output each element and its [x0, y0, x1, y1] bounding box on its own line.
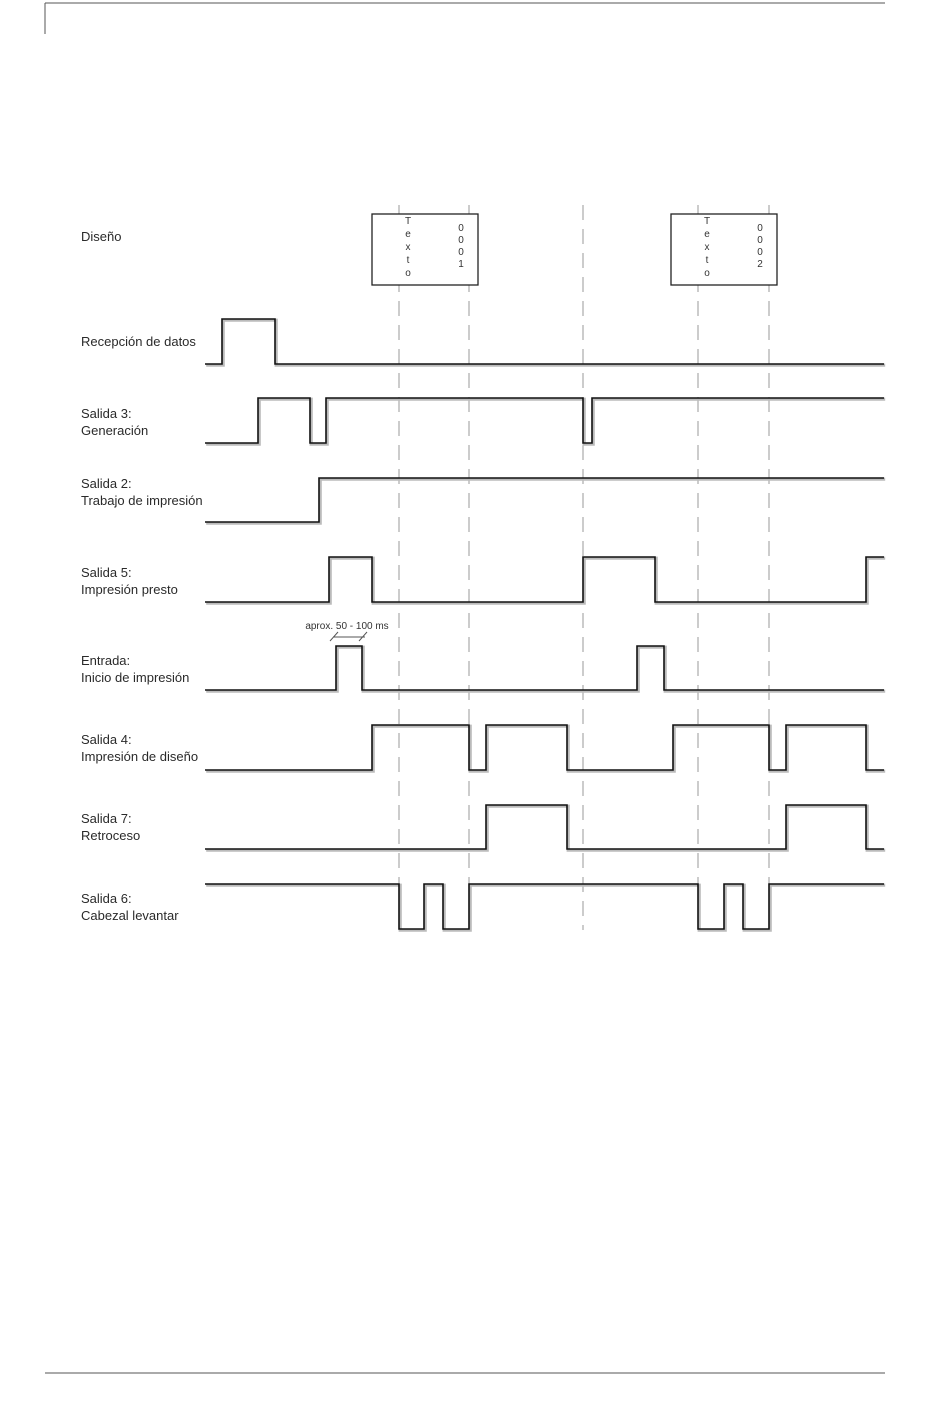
label-salida5: Salida 5: Impresión presto: [81, 564, 178, 598]
design-box-text-char: T: [405, 216, 411, 227]
label-line: Diseño: [81, 228, 121, 245]
design-box-number-char: 0: [757, 235, 763, 246]
label-line: Inicio de impresión: [81, 669, 189, 686]
waveform-salida3-shadow: [206, 399, 885, 444]
label-line: Impresión presto: [81, 581, 178, 598]
label-line: Salida 4:: [81, 731, 198, 748]
design-box-number-char: 1: [458, 259, 464, 270]
label-salida2: Salida 2: Trabajo de impresión: [81, 475, 203, 509]
design-box-text-char: t: [407, 255, 410, 266]
design-box-number-char: 0: [458, 223, 464, 234]
label-line: Salida 7:: [81, 810, 140, 827]
waveform-entrada: [205, 646, 884, 690]
waveform-recepcion: [205, 319, 884, 364]
label-line: Generación: [81, 422, 148, 439]
label-entrada: Entrada: Inicio de impresión: [81, 652, 189, 686]
label-salida3: Salida 3: Generación: [81, 405, 148, 439]
design-box-text-char: o: [704, 268, 710, 279]
label-salida7: Salida 7: Retroceso: [81, 810, 140, 844]
design-box-number-char: 0: [458, 235, 464, 246]
label-salida6: Salida 6: Cabezal levantar: [81, 890, 179, 924]
label-line: Recepción de datos: [81, 333, 196, 350]
timing-annotation-label: aprox. 50 - 100 ms: [305, 621, 388, 632]
label-line: Entrada:: [81, 652, 189, 669]
design-box-number-char: 0: [757, 247, 763, 258]
label-line: Trabajo de impresión: [81, 492, 203, 509]
waveform-salida4-shadow: [206, 726, 885, 771]
design-box-text-char: x: [705, 242, 710, 253]
label-recepcion: Recepción de datos: [81, 333, 196, 350]
design-box-text-char: e: [405, 229, 411, 240]
label-line: Cabezal levantar: [81, 907, 179, 924]
label-line: Retroceso: [81, 827, 140, 844]
waveform-recepcion-shadow: [206, 320, 885, 365]
waveform-salida4: [205, 725, 884, 770]
design-box-text-char: t: [706, 255, 709, 266]
design-box-text-char: x: [406, 242, 411, 253]
waveform-salida2: [205, 478, 884, 522]
design-box-text-char: e: [704, 229, 710, 240]
waveform-salida5: [205, 557, 884, 602]
label-diseno: Diseño: [81, 228, 121, 245]
label-line: Salida 5:: [81, 564, 178, 581]
design-box-text-char: o: [405, 268, 411, 279]
design-box-number-char: 0: [458, 247, 464, 258]
label-line: Salida 3:: [81, 405, 148, 422]
design-box-text-char: T: [704, 216, 710, 227]
waveform-entrada-shadow: [206, 647, 885, 691]
label-line: Salida 2:: [81, 475, 203, 492]
design-box-number-char: 0: [757, 223, 763, 234]
waveform-salida5-shadow: [206, 558, 885, 603]
waveform-salida7-shadow: [206, 806, 885, 850]
label-line: Impresión de diseño: [81, 748, 198, 765]
design-box-number-char: 2: [757, 259, 763, 270]
waveform-salida7: [205, 805, 884, 849]
label-line: Salida 6:: [81, 890, 179, 907]
label-salida4: Salida 4: Impresión de diseño: [81, 731, 198, 765]
waveform-salida2-shadow: [206, 479, 885, 523]
waveform-salida3: [205, 398, 884, 443]
waveform-salida6-shadow: [206, 885, 885, 930]
waveform-salida6: [205, 884, 884, 929]
